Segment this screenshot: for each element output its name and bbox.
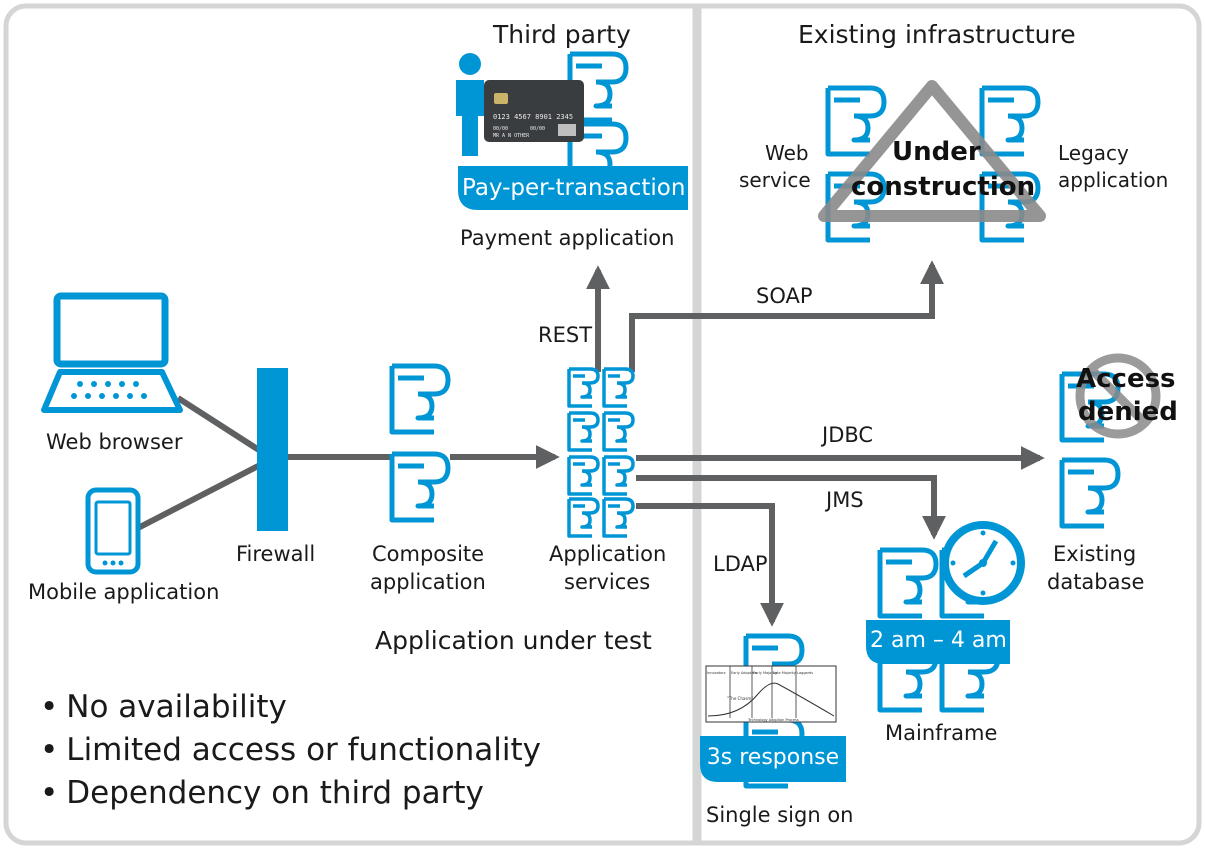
mobile-to-firewall-line	[136, 461, 264, 531]
no-entry-icon	[1075, 353, 1161, 439]
access-denied-label-line1: Access	[1076, 364, 1176, 394]
jms-arrow	[636, 475, 946, 540]
clock-icon	[941, 521, 1025, 605]
composite-server-icon	[392, 366, 448, 520]
person-icon	[456, 53, 484, 156]
firewall-label: Firewall	[236, 542, 316, 566]
curve-segment-innovators: Innovators	[707, 671, 726, 675]
mainframe-window-badge: 2 am – 4 am	[870, 628, 1007, 653]
warning-triangle-icon	[818, 80, 1046, 222]
curve-segment-laggards: Laggards	[797, 671, 813, 675]
bullet-item: Limited access or functionality	[40, 729, 541, 772]
card-number: 0123 4567 8901 2345	[493, 113, 573, 121]
curve-caption: Technology Adoption Process	[747, 718, 799, 722]
soap-arrow	[629, 260, 944, 372]
rest-label: REST	[538, 323, 593, 347]
connections	[136, 260, 1045, 627]
soap-label: SOAP	[756, 284, 813, 308]
legacy-application-label-line1: Legacy	[1058, 141, 1129, 165]
ldap-label: LDAP	[713, 552, 768, 576]
access-denied-label-line2: denied	[1078, 397, 1178, 427]
application-services-label-line2: services	[564, 570, 651, 594]
laptop-icon	[41, 292, 183, 413]
firewall-icon	[257, 368, 288, 531]
application-services-label-line1: Application	[549, 542, 667, 566]
under-construction-label-line1: Under	[892, 137, 981, 167]
web-browser-label: Web browser	[46, 430, 183, 454]
composite-application-label-line1: Composite	[372, 542, 485, 566]
credit-card-icon: 0123 4567 8901 2345 00/00 00/00 MR A N O…	[484, 80, 584, 142]
curve-segment-late-majority: Late Majority	[773, 671, 796, 675]
diagram-frame	[3, 3, 1202, 846]
jms-label: JMS	[826, 488, 864, 512]
issues-bullet-list: No availability Limited access or functi…	[40, 686, 541, 815]
third-party-heading: Third party	[493, 20, 631, 49]
under-construction-label-line2: construction	[851, 172, 1036, 202]
card-holder-name: MR A N OTHER	[493, 133, 530, 139]
mainframe-label: Mainframe	[885, 721, 998, 745]
adoption-curve-chart: Innovators Early Adopters Early Majority…	[705, 665, 837, 723]
card-expiry-right: 00/00	[530, 126, 545, 132]
existing-database-label-line1: Existing	[1053, 542, 1137, 566]
pay-per-transaction-badge: Pay-per-transaction	[462, 175, 686, 201]
bullet-item: No availability	[40, 686, 541, 729]
curve-chasm-label: "The Chasm"	[727, 696, 753, 701]
existing-database-label-line2: database	[1047, 570, 1145, 594]
payment-application-label: Payment application	[460, 226, 675, 250]
legacy-application-label-line2: application	[1058, 168, 1169, 192]
bullet-item: Dependency on third party	[40, 772, 541, 815]
web-service-label-line2: service	[739, 168, 811, 192]
application-services-cluster-icon	[567, 367, 635, 538]
jdbc-label: JDBC	[822, 423, 874, 447]
ldap-arrow	[636, 503, 784, 627]
curve-segment-early-adopters: Early Adopters	[731, 671, 757, 675]
mobile-phone-icon	[85, 487, 141, 575]
card-expiry-left: 00/00	[493, 126, 508, 132]
browser-to-firewall-line	[176, 395, 264, 455]
application-under-test-heading: Application under test	[375, 626, 652, 655]
single-sign-on-label: Single sign on	[706, 803, 854, 827]
mobile-application-label: Mobile application	[28, 580, 220, 604]
sso-response-badge: 3s response	[706, 745, 840, 770]
existing-infrastructure-heading: Existing infrastructure	[798, 20, 1076, 49]
sso-response-badge-shape	[700, 736, 846, 782]
composite-application-label-line2: application	[370, 570, 486, 594]
web-service-label-line1: Web	[765, 141, 809, 165]
curve-segment-early-majority: Early Majority	[753, 671, 777, 675]
pay-per-transaction-badge-shape	[458, 166, 688, 210]
mainframe-window-badge-shape	[866, 620, 1010, 664]
